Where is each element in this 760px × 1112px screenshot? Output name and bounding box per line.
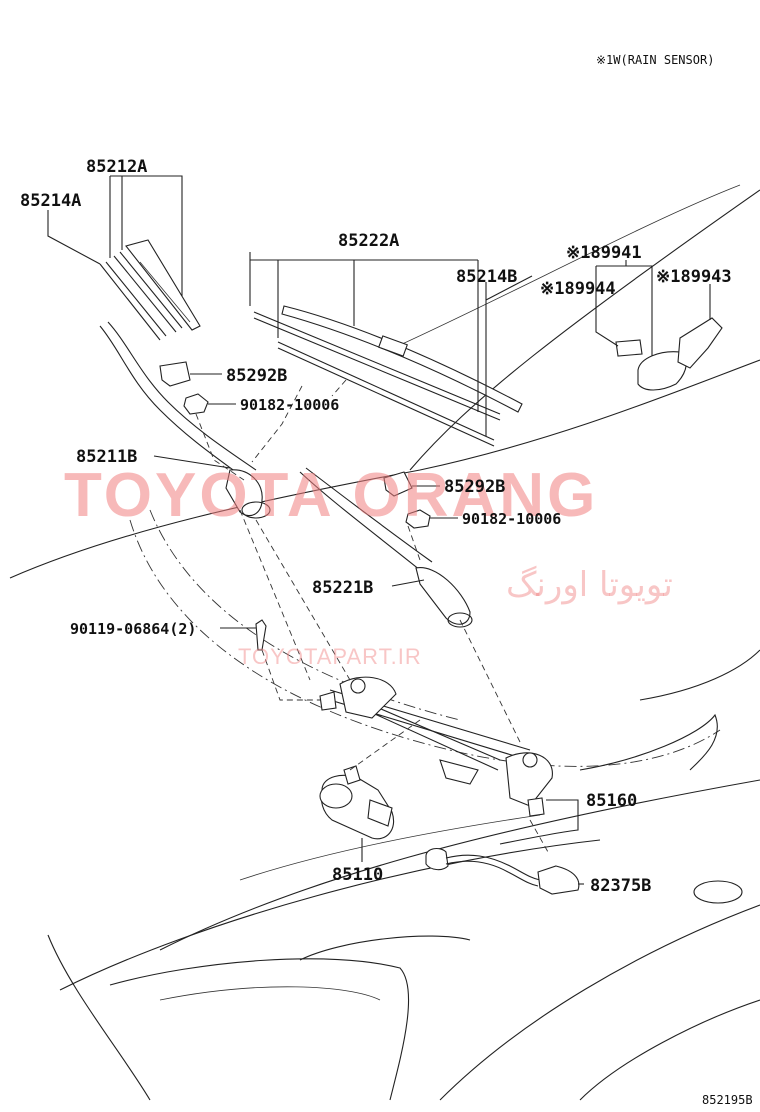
label-85212A: 85212A (86, 157, 147, 177)
watermark-url: TOYOTAPART.IR (238, 644, 422, 669)
washer-hose (425, 847, 580, 895)
label-89944: ※189944 (540, 279, 616, 299)
rain-sensor-note: ※1W(RAIN SENSOR) (596, 53, 714, 67)
figure-code: 852195B (702, 1093, 753, 1107)
label-90182-lower: 90182-10006 (462, 510, 561, 528)
wiper-arm-right (299, 467, 473, 628)
label-89943: ※189943 (656, 267, 732, 287)
part-labels: ※1W(RAIN SENSOR) 85212A 85214A 85222A 85… (20, 53, 753, 1107)
vehicle-body-outline (9, 184, 760, 1101)
watermark-brand: TOYOTA ORANG (64, 461, 598, 530)
label-85292B-upper: 85292B (226, 366, 287, 386)
leader-lines (47, 175, 711, 885)
label-90182-upper: 90182-10006 (240, 396, 339, 414)
label-85211B: 85211B (76, 447, 137, 467)
label-85160: 85160 (586, 791, 637, 811)
label-85221B: 85221B (312, 578, 373, 598)
label-85110: 85110 (332, 865, 383, 885)
label-89941: ※189941 (566, 243, 642, 263)
label-90119: 90119-06864(2) (70, 620, 196, 638)
rain-sensor-parts (615, 317, 723, 391)
watermarks: TOYOTA ORANG تویوتا اورنگ TOYOTAPART.IR (64, 461, 673, 669)
wiper-link-assembly (319, 676, 553, 817)
label-82375B: 82375B (590, 876, 651, 896)
watermark-persian: تویوتا اورنگ (506, 565, 673, 605)
label-85222A: 85222A (338, 231, 399, 251)
wiper-arm-left (99, 321, 271, 519)
wiper-motor (319, 765, 394, 840)
wiper-blade-right (253, 305, 523, 447)
caps-and-nuts (159, 361, 431, 651)
label-85214B: 85214B (456, 267, 517, 287)
label-85292B-lower: 85292B (444, 477, 505, 497)
wiper-blade-left (99, 239, 201, 341)
hidden-lines (195, 379, 549, 853)
label-85214A: 85214A (20, 191, 81, 211)
